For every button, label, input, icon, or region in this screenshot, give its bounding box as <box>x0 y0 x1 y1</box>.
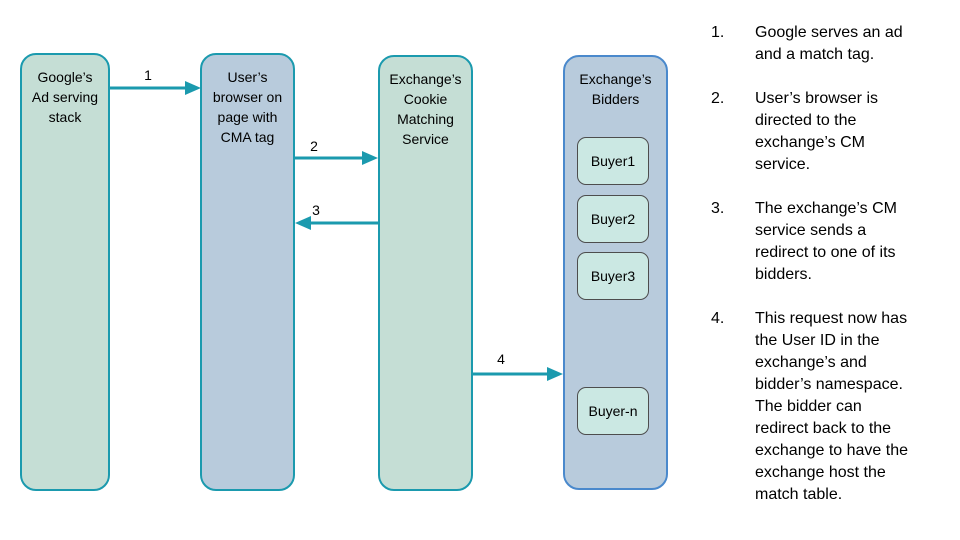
node-label: Exchange’s Cookie Matching Service <box>389 71 462 147</box>
node-label: Exchange’s Bidders <box>579 71 652 107</box>
step-number: 1. <box>711 24 725 41</box>
step-item-2: 2. User’s browser is directed to the exc… <box>711 88 953 176</box>
steps-list: 1. Google serves an ad and a match tag. … <box>711 22 953 528</box>
step-text: User’s browser is directed to the exchan… <box>755 90 878 173</box>
arrow-1-label: 1 <box>144 67 152 83</box>
buyer-box-1: Buyer1 <box>577 137 649 185</box>
step-number: 3. <box>711 200 725 217</box>
node-user-browser: User’s browser on page with CMA tag <box>200 53 295 491</box>
node-google-ad-serving-stack: Google’s Ad serving stack <box>20 53 110 491</box>
buyer-box-2: Buyer2 <box>577 195 649 243</box>
node-label: Google’s Ad serving stack <box>31 69 99 125</box>
buyer-box-3: Buyer3 <box>577 252 649 300</box>
step-text: Google serves an ad and a match tag. <box>755 24 903 63</box>
step-text: This request now has the User ID in the … <box>755 310 909 503</box>
arrow-3-label: 3 <box>312 202 320 218</box>
node-cookie-matching-service: Exchange’s Cookie Matching Service <box>378 55 473 491</box>
step-item-3: 3. The exchange’s CM service sends a red… <box>711 198 953 286</box>
arrow-2-label: 2 <box>310 138 318 154</box>
step-text: The exchange’s CM service sends a redire… <box>755 200 897 283</box>
node-label: User’s browser on page with CMA tag <box>212 69 283 145</box>
buyer-box-n: Buyer-n <box>577 387 649 435</box>
step-number: 4. <box>711 310 725 327</box>
node-exchange-bidders: Exchange’s Bidders Buyer1 Buyer2 Buyer3 … <box>563 55 668 490</box>
step-item-1: 1. Google serves an ad and a match tag. <box>711 22 953 66</box>
step-item-4: 4. This request now has the User ID in t… <box>711 308 953 506</box>
arrow-4 <box>473 367 563 381</box>
step-number: 2. <box>711 90 725 107</box>
arrow-4-label: 4 <box>497 351 505 367</box>
